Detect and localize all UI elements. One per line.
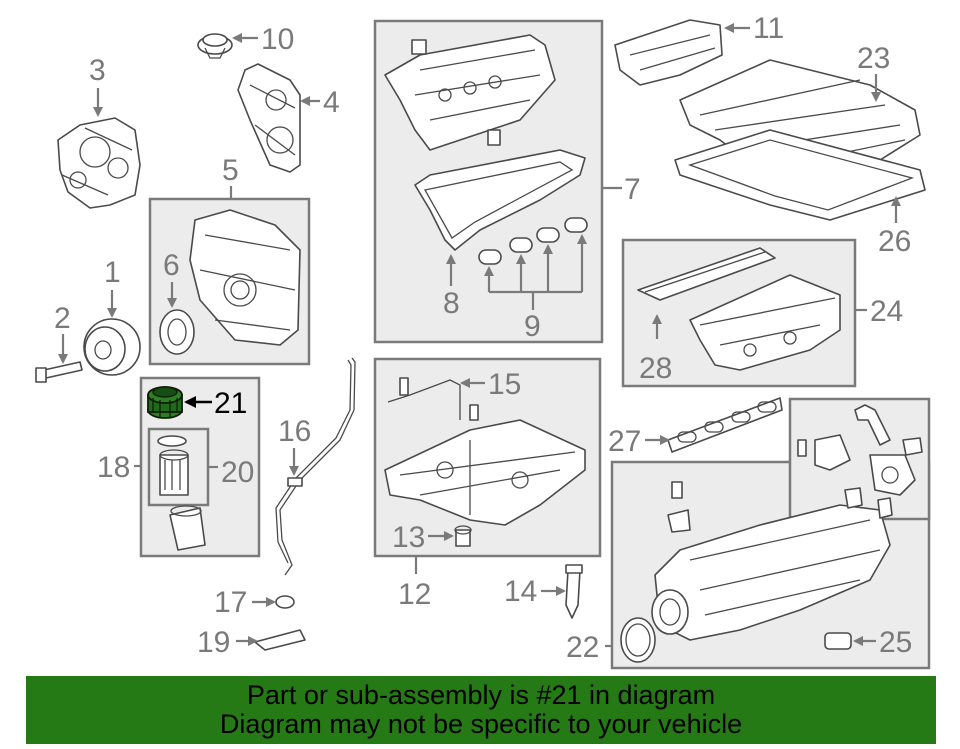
part-12-oil-pan (384, 419, 586, 526)
part-14-sensor (565, 564, 583, 619)
callout-2: 2 (54, 302, 71, 335)
part-2-balancer-bolt (35, 361, 83, 383)
callout-5: 5 (222, 154, 239, 187)
part-7-valve-cover (384, 34, 556, 151)
part-8-valve-cover-gasket (414, 149, 586, 251)
callout-17: 17 (214, 586, 247, 619)
callout-18: 18 (97, 451, 130, 484)
part-28-rail (637, 247, 776, 301)
info-banner: Part or sub-assembly is #21 in diagram D… (26, 676, 936, 744)
callout-15: 15 (488, 368, 521, 401)
part-19-gasket (254, 629, 306, 651)
part-22-throttle-components (797, 404, 923, 496)
callout-21: 21 (214, 387, 247, 420)
part-10-oil-cap (197, 33, 233, 59)
callout-6: 6 (163, 249, 180, 282)
callout-14: 14 (504, 575, 537, 608)
part-3-front-housing (57, 117, 141, 209)
callout-26: 26 (878, 225, 911, 258)
callout-22: 22 (566, 631, 599, 664)
part-17-seal-ring (275, 595, 295, 609)
part-4-cover-plate (237, 63, 301, 173)
callout-9: 9 (524, 310, 541, 343)
part-13-plug (454, 525, 472, 547)
callout-19: 19 (197, 626, 230, 659)
callout-20: 20 (221, 456, 254, 489)
part-25-gasket (824, 632, 852, 650)
callout-16: 16 (278, 415, 311, 448)
callout-4: 4 (323, 86, 340, 119)
part-15-tube (387, 377, 479, 421)
callout-3: 3 (89, 54, 106, 87)
callout-11: 11 (753, 12, 784, 45)
callout-24: 24 (870, 295, 903, 328)
part-20-oil-filter (157, 435, 189, 496)
callout-12: 12 (398, 578, 431, 611)
part-6-front-seal (159, 309, 195, 355)
part-18-filter-housing (169, 505, 206, 551)
banner-line-1: Part or sub-assembly is #21 in diagram (246, 680, 716, 710)
part-11-manifold-cover (614, 19, 723, 86)
callout-23: 23 (857, 42, 890, 75)
callout-7: 7 (624, 173, 641, 206)
callout-1: 1 (104, 256, 121, 289)
part-22-intake-manifold (620, 481, 893, 663)
part-21-oil-filter-cap (147, 386, 183, 419)
part-27-intake-gasket (667, 397, 783, 453)
callout-25: 25 (879, 626, 912, 659)
part-1-harmonic-balancer (83, 318, 141, 376)
callout-8: 8 (443, 287, 460, 320)
callout-13: 13 (392, 521, 425, 554)
callout-10: 10 (261, 23, 294, 56)
part-26-plenum-gasket (674, 129, 926, 221)
part-9-spark-plug-seals (478, 217, 588, 265)
banner-line-2: Diagram may not be specific to your vehi… (219, 709, 743, 739)
part-5-timing-cover (189, 209, 301, 346)
part-24-oil-pan (689, 274, 841, 371)
callout-28: 28 (639, 352, 672, 385)
callout-27: 27 (608, 425, 641, 458)
part-16-dipstick-tube (275, 357, 356, 576)
